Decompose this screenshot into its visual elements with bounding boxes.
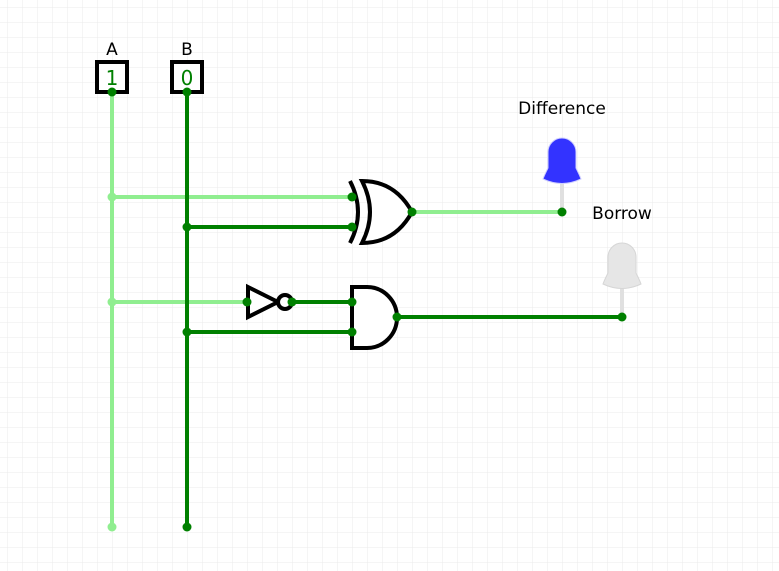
borrow-label: Borrow xyxy=(592,204,652,224)
and-gate[interactable] xyxy=(350,285,399,350)
wire-nodes[interactable] xyxy=(107,192,627,532)
input-a-label: A xyxy=(106,40,118,60)
led-difference xyxy=(542,137,582,212)
wire-b[interactable] xyxy=(185,92,352,527)
input-a-value[interactable]: 1 xyxy=(106,66,119,90)
xor-gate[interactable] xyxy=(348,178,415,246)
wire-a[interactable] xyxy=(110,92,352,527)
input-a[interactable]: A 1 xyxy=(95,40,129,97)
input-b-value[interactable]: 0 xyxy=(181,66,194,90)
difference-label: Difference xyxy=(518,99,606,119)
led-borrow xyxy=(602,242,642,317)
input-b[interactable]: B 0 xyxy=(170,40,204,97)
input-b-label: B xyxy=(181,40,193,60)
